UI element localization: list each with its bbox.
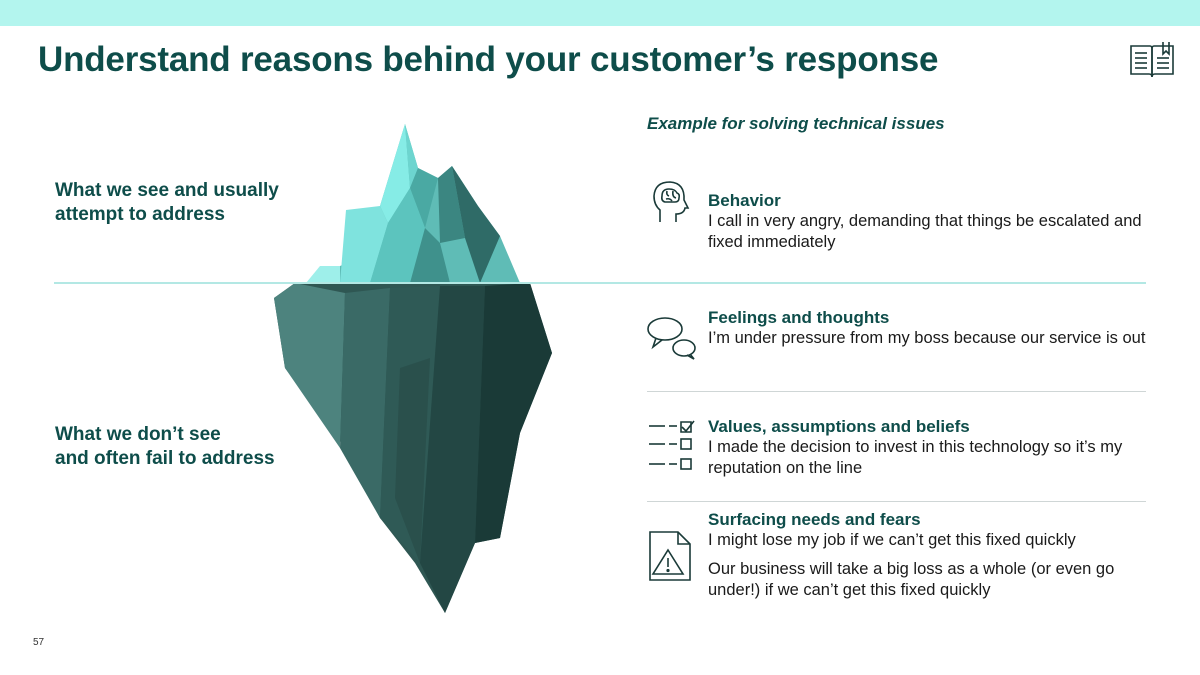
above-waterline-label: What we see and usually attempt to addre…	[55, 179, 279, 227]
item-text-second: Our business will take a big loss as a w…	[708, 560, 1115, 599]
above-label-line2: attempt to address	[55, 204, 225, 225]
item-needs-fears: Surfacing needs and fears I might lose m…	[708, 509, 1158, 601]
item-text: I call in very angry, demanding that thi…	[708, 212, 1142, 251]
example-title: Example for solving technical issues	[647, 114, 945, 133]
divider	[647, 501, 1146, 502]
checklist-icon	[649, 420, 695, 470]
item-behavior: Behavior I call in very angry, demanding…	[708, 190, 1158, 253]
item-feelings: Feelings and thoughts I’m under pressure…	[708, 307, 1158, 349]
item-text: I made the decision to invest in this te…	[708, 438, 1123, 477]
item-heading: Values, assumptions and beliefs	[708, 417, 970, 436]
below-label-line1: What we don’t see	[55, 424, 221, 445]
below-waterline-label: What we don’t see and often fail to addr…	[55, 423, 275, 471]
top-accent-bar	[0, 0, 1200, 26]
above-label-line1: What we see and usually	[55, 180, 279, 201]
speech-bubbles-icon	[647, 317, 696, 360]
divider	[647, 391, 1146, 392]
head-brain-icon	[653, 181, 690, 222]
slide-title: Understand reasons behind your customer’…	[38, 40, 939, 79]
waterline	[54, 282, 1146, 284]
below-label-line2: and often fail to address	[55, 448, 275, 469]
warning-document-icon	[649, 531, 691, 581]
iceberg-illustration	[274, 124, 552, 613]
item-text: I’m under pressure from my boss because …	[708, 329, 1146, 347]
item-text: I might lose my job if we can’t get this…	[708, 531, 1076, 549]
item-heading: Behavior	[708, 191, 781, 210]
book-icon	[1130, 42, 1174, 78]
page-number: 57	[33, 637, 45, 648]
item-values: Values, assumptions and beliefs I made t…	[708, 416, 1158, 479]
item-heading: Feelings and thoughts	[708, 308, 890, 327]
item-heading: Surfacing needs and fears	[708, 510, 921, 529]
